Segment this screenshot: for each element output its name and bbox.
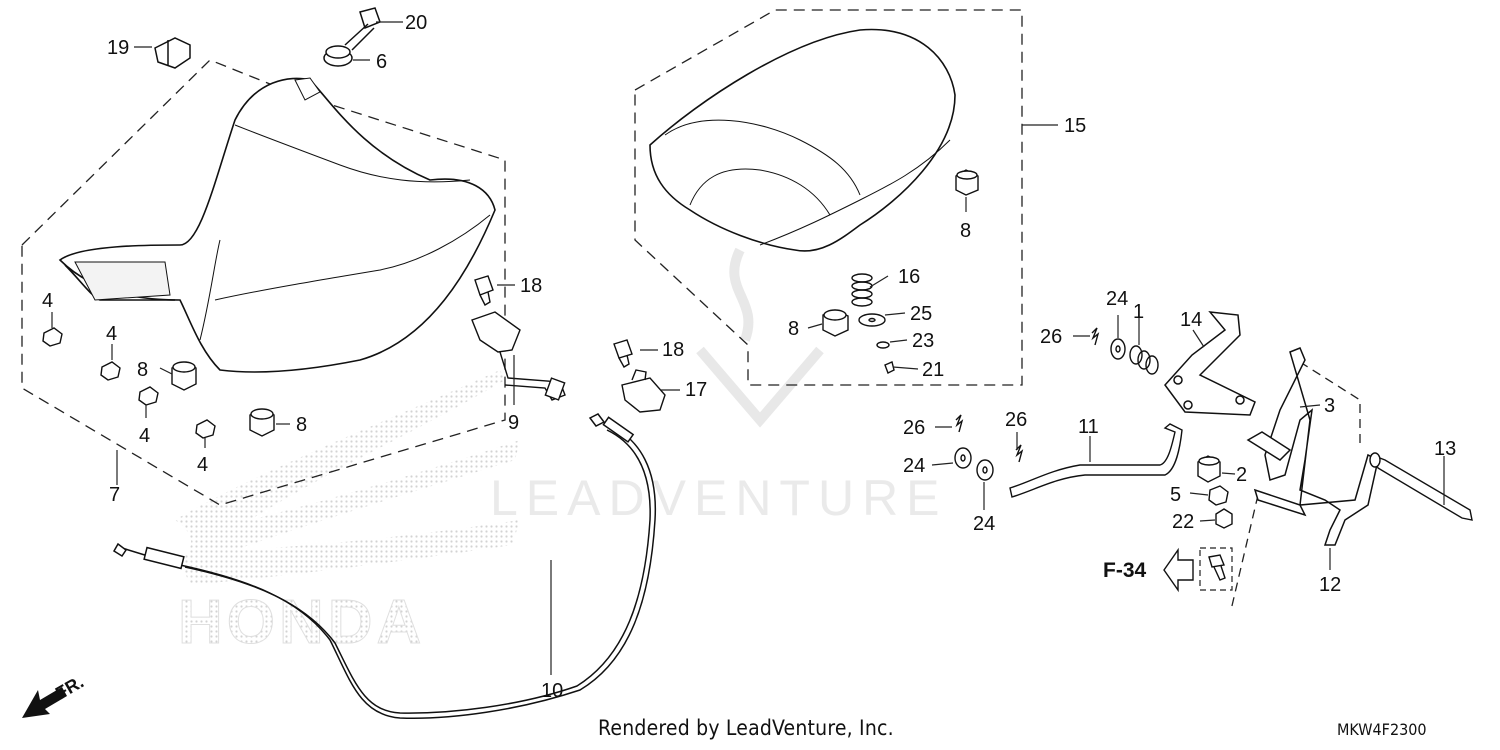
part-14-bracket[interactable] (1164, 311, 1256, 416)
leadventure-logo-watermark (696, 247, 824, 428)
hardware-group-outline (1230, 361, 1361, 611)
callout-4-a[interactable]: 4 (42, 290, 53, 312)
part-13-bolt[interactable] (1369, 452, 1473, 521)
callout-12[interactable]: 12 (1319, 574, 1341, 596)
part-4-cushion-b[interactable] (100, 361, 121, 381)
part-26-clip-a[interactable] (1091, 327, 1100, 346)
callout-21[interactable]: 21 (922, 359, 944, 381)
part-5-collar[interactable] (1208, 485, 1229, 506)
page-reference-arrow-icon (1163, 547, 1194, 593)
part-25-washer[interactable] (858, 313, 886, 327)
part-11-rod[interactable] (1009, 423, 1183, 498)
part-4-cushion-c[interactable] (138, 386, 159, 406)
rear-seat[interactable] (649, 28, 956, 252)
part-20-bolt[interactable] (344, 7, 381, 51)
part-9-seat-lock[interactable] (471, 311, 566, 401)
callout-26-a[interactable]: 26 (1040, 326, 1062, 348)
callout-26-c[interactable]: 26 (1005, 409, 1027, 431)
rendered-by-credit: Rendered by LeadVenture, Inc. (598, 716, 894, 740)
part-26-clip-b[interactable] (955, 414, 964, 433)
callout-13[interactable]: 13 (1434, 438, 1456, 460)
callout-8-d[interactable]: 8 (788, 318, 799, 340)
callout-4-b[interactable]: 4 (106, 323, 117, 345)
honda-logo-watermark: HONDA (178, 588, 425, 657)
part-24-washer-b[interactable] (954, 447, 972, 469)
leadventure-watermark-text: LEADVENTURE (490, 470, 948, 526)
callout-23[interactable]: 23 (912, 330, 934, 352)
part-17-lock-bracket[interactable] (621, 369, 666, 413)
callout-6[interactable]: 6 (376, 51, 387, 73)
callout-1[interactable]: 1 (1133, 301, 1144, 323)
callout-25[interactable]: 25 (910, 303, 932, 325)
callout-20[interactable]: 20 (405, 12, 427, 34)
part-16-spring[interactable] (851, 273, 873, 307)
part-4-cushion-d[interactable] (195, 419, 216, 439)
part-24-washer-c[interactable] (976, 459, 994, 481)
page-reference-f34[interactable]: F-34 (1103, 547, 1233, 593)
callout-8-a[interactable]: 8 (137, 359, 148, 381)
part-21-screw[interactable] (884, 361, 895, 374)
part-22-nut[interactable] (1215, 508, 1233, 529)
part-8-cushion-b[interactable] (249, 408, 275, 437)
callout-4-c[interactable]: 4 (139, 425, 150, 447)
part-24-washer-a[interactable] (1110, 338, 1126, 360)
honda-wing-watermark (175, 370, 520, 585)
part-12-hook[interactable] (1246, 347, 1379, 546)
callout-labels: 20 19 6 4 4 8 4 4 8 7 18 9 18 17 10 15 8… (42, 12, 1456, 702)
part-10-cable[interactable] (112, 413, 657, 719)
front-direction-indicator: FR. (22, 672, 87, 718)
front-seat[interactable] (58, 77, 496, 373)
page-reference-label: F-34 (1103, 559, 1147, 582)
callout-16[interactable]: 16 (898, 266, 920, 288)
watermark: HONDA LEADVENTURE (175, 247, 948, 658)
callout-24-a[interactable]: 24 (1106, 288, 1128, 310)
part-18-bolt-a[interactable] (474, 275, 494, 306)
callout-22[interactable]: 22 (1172, 511, 1194, 533)
callout-19[interactable]: 19 (107, 37, 129, 59)
part-8-cushion-a[interactable] (171, 361, 197, 391)
front-arrow-icon (22, 687, 67, 718)
part-2-cushion[interactable] (1197, 455, 1221, 483)
part-6-rubber[interactable] (323, 45, 353, 67)
callout-9[interactable]: 9 (508, 412, 519, 434)
callout-18-b[interactable]: 18 (662, 339, 684, 361)
leader-lines (51, 21, 1445, 675)
callout-14[interactable]: 14 (1180, 309, 1202, 331)
callout-7[interactable]: 7 (109, 484, 120, 506)
part-26-clip-c[interactable] (1015, 444, 1024, 463)
callout-17[interactable]: 17 (685, 379, 707, 401)
front-seat-group-outline (21, 59, 506, 506)
callout-26-b[interactable]: 26 (903, 417, 925, 439)
callout-5[interactable]: 5 (1170, 484, 1181, 506)
callout-15[interactable]: 15 (1064, 115, 1086, 137)
part-8-cushion-d[interactable] (822, 309, 849, 337)
callout-10[interactable]: 10 (541, 680, 563, 702)
callout-24-c[interactable]: 24 (973, 513, 995, 535)
callout-18-a[interactable]: 18 (520, 275, 542, 297)
screw-inset-box (1199, 547, 1233, 591)
callout-24-b[interactable]: 24 (903, 455, 925, 477)
callout-2[interactable]: 2 (1236, 464, 1247, 486)
part-23-washer[interactable] (876, 341, 890, 349)
diagram-code: MKW4F2300 (1337, 720, 1427, 739)
callout-8-c[interactable]: 8 (960, 220, 971, 242)
callout-8-b[interactable]: 8 (296, 414, 307, 436)
part-18-bolt-b[interactable] (613, 339, 633, 368)
part-19-cushion[interactable] (154, 37, 191, 69)
part-1-spring[interactable] (1129, 345, 1159, 375)
callout-4-d[interactable]: 4 (197, 454, 208, 476)
rear-seat-group-outline (634, 9, 1023, 386)
callout-11[interactable]: 11 (1078, 416, 1099, 438)
callout-3[interactable]: 3 (1324, 395, 1335, 417)
screw-icon (1208, 554, 1226, 581)
part-8-cushion-c[interactable] (955, 169, 979, 196)
part-4-cushion-a[interactable] (42, 327, 63, 347)
